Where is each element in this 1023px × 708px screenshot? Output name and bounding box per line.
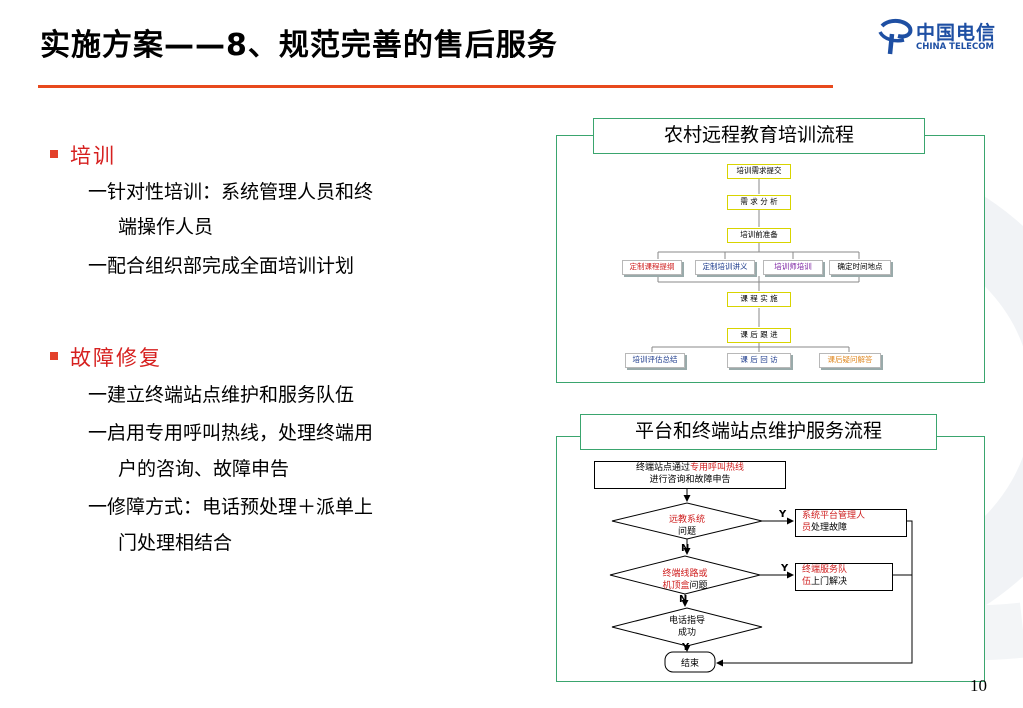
decision-3-label: 电话指导成功 (668, 616, 705, 638)
bullet-square-icon (50, 352, 58, 360)
bullet-line: 户的咨询、故障申告 (118, 458, 290, 480)
flow-branch: 定制培训讲义 (695, 260, 755, 275)
bullet-line: 一修障方式：电话预处理＋派单上 (88, 496, 374, 518)
flow-step: 培训前准备 (727, 228, 791, 243)
title-divider (38, 85, 833, 88)
end-label: 结束 (680, 659, 699, 669)
start-node: 终端站点通过专用呼叫热线进行咨询和故障申告 (594, 461, 786, 489)
decision-1-label: 远教系统问题 (668, 515, 705, 537)
flow-branch: 定制课程提纲 (622, 260, 682, 275)
service-flow-title: 平台和终端站点维护服务流程 (580, 414, 937, 450)
flow-final: 课后疑问解答 (819, 353, 881, 368)
decision-2-label: 终端线路或机顶盒问题 (662, 569, 708, 591)
bullet-line: 端操作人员 (118, 216, 214, 238)
yes-label: Y (781, 563, 789, 574)
flow-step: 课 程 实 施 (727, 292, 791, 307)
flow-final: 培训评估总结 (625, 353, 685, 368)
flow-step: 需 求 分 析 (727, 195, 791, 210)
flow-step: 培训需求提交 (727, 164, 791, 179)
china-telecom-logo-icon (878, 19, 913, 55)
service-flow-panel: 终端站点通过专用呼叫热线进行咨询和故障申告 远教系统问题 终端线路或机顶盒问题 … (556, 436, 985, 682)
training-flow-title: 农村远程教育培训流程 (593, 118, 925, 154)
logo-text-cn: 中国电信 (916, 22, 997, 44)
no-label: N (681, 543, 690, 554)
section-heading: 培训 (70, 144, 116, 168)
brand-logo: 中国电信 CHINA TELECOM (876, 16, 1001, 56)
flow-branch: 确定时间地点 (829, 260, 891, 275)
flow-branch: 培训师培训 (763, 260, 823, 275)
end-terminal (664, 651, 716, 673)
training-flow-panel: 培训需求提交 需 求 分 析 培训前准备 定制课程提纲 定制培训讲义 培训师培训… (556, 135, 985, 383)
bullet-line: 一建立终端站点维护和服务队伍 (88, 384, 355, 406)
yes-label: Y (779, 509, 787, 520)
bullet-line: 一配合组织部完成全面培训计划 (88, 255, 355, 277)
logo-text-en: CHINA TELECOM (916, 42, 994, 52)
page-title: 实施方案——8、规范完善的售后服务 (40, 28, 558, 63)
decision-diamond-3 (611, 607, 763, 647)
service-flow-diagram (609, 487, 913, 673)
bullet-line: 一启用专用呼叫热线，处理终端用 (88, 422, 374, 444)
result-node-1: 系统平台管理人员处理故障 (795, 509, 907, 537)
yes-label: Y (682, 642, 690, 653)
page-number: 10 (970, 676, 987, 695)
training-flow-connectors (651, 178, 860, 352)
bullet-line: 一针对性培训：系统管理人员和终 (88, 181, 374, 203)
flow-step: 课 后 跟 进 (727, 328, 791, 343)
bullet-square-icon (50, 150, 58, 158)
flow-final: 课 后 回 访 (727, 353, 791, 368)
section-heading: 故障修复 (70, 346, 162, 370)
bullet-line: 门处理相结合 (118, 532, 233, 554)
no-label: N (679, 594, 688, 605)
result-node-2: 终端服务队伍上门解决 (795, 563, 893, 591)
